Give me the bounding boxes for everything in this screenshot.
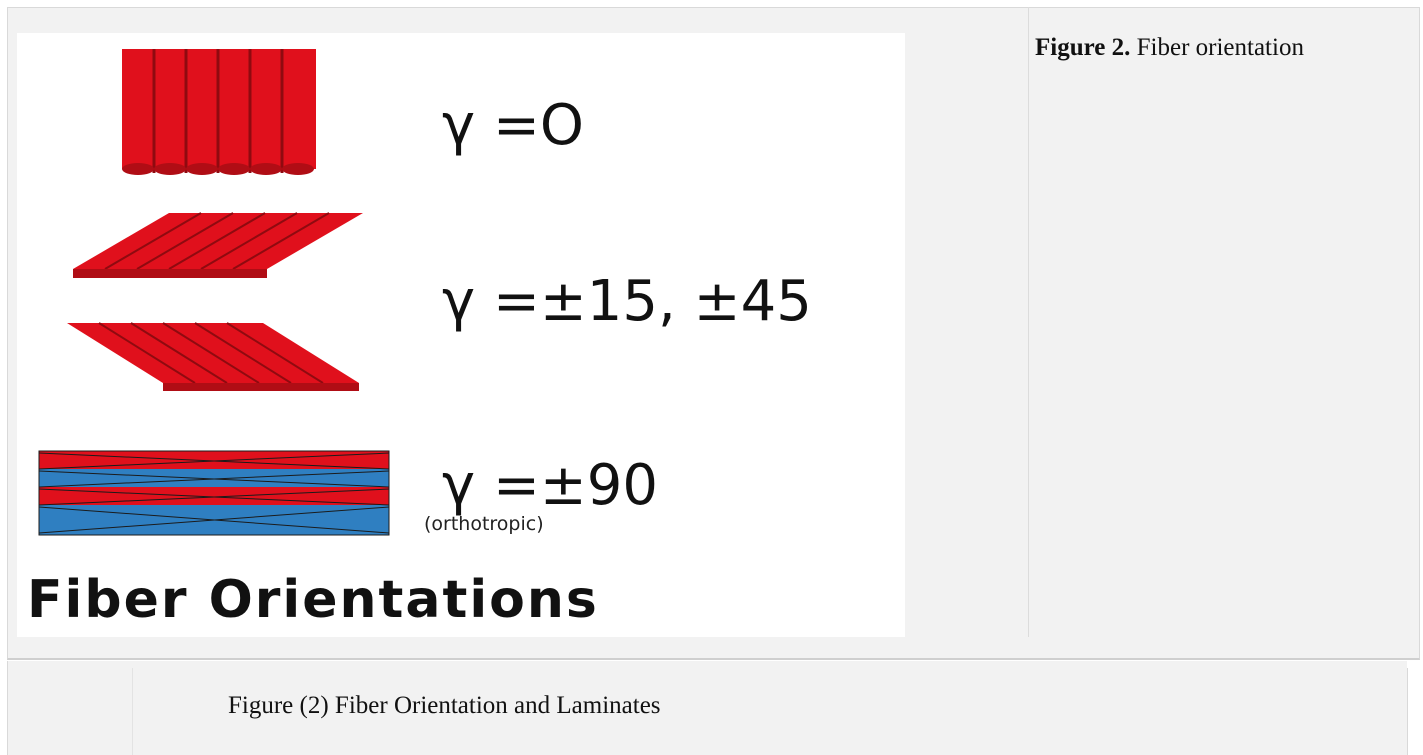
- orthotropic-laminate: [38, 450, 390, 536]
- gamma-zero-label: γ =O: [442, 93, 584, 158]
- bottom-caption: Figure (2) Fiber Orientation and Laminat…: [228, 692, 661, 719]
- cell-divider: [1028, 7, 1029, 637]
- caption-row-divider: [132, 668, 133, 755]
- angled-fiber-sheet-lower: [67, 322, 359, 391]
- fiber-orientations-figure: γ =O γ =±15, ±45 γ =±90 (orthotropic) Fi…: [17, 33, 905, 637]
- side-caption-text: Fiber orientation: [1130, 34, 1304, 61]
- caption-row: [7, 661, 1407, 755]
- side-caption-label: Figure 2.: [1035, 34, 1131, 61]
- figure-title: Fiber Orientations: [27, 570, 599, 630]
- orthotropic-note: (orthotropic): [424, 513, 544, 535]
- vertical-fiber-bundle: [122, 49, 316, 175]
- gamma-90-label: γ =±90: [442, 453, 659, 518]
- side-caption: Figure 2. Fiber orientation: [1035, 34, 1304, 62]
- angled-fiber-sheet-upper: [73, 212, 363, 278]
- caption-row-edge: [1407, 668, 1408, 755]
- gamma-15-45-label: γ =±15, ±45: [442, 269, 812, 334]
- fiber-illustration: [38, 49, 390, 536]
